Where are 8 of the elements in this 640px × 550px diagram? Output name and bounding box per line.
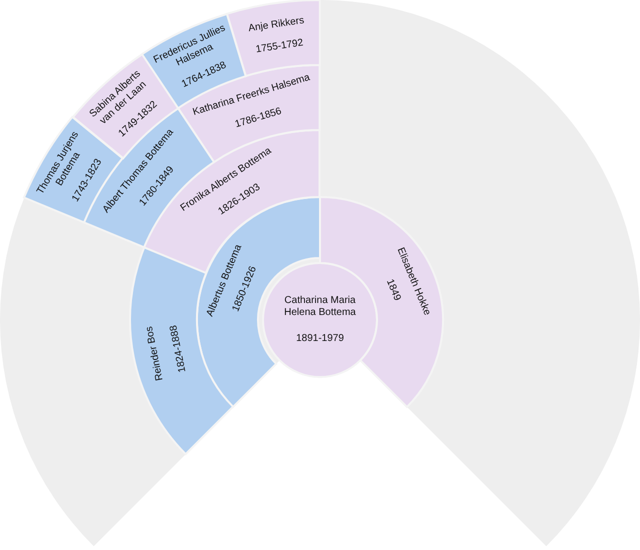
life-dates: 1891-1979: [296, 333, 344, 345]
person-name: Reinder Bos: [143, 324, 166, 382]
life-dates: 1755-1792: [254, 37, 304, 56]
person-name: Anje Rikkers: [248, 14, 305, 35]
ancestor-segment: [227, 0, 320, 76]
life-dates: 1824-1888: [168, 324, 189, 373]
person-circle: [263, 263, 377, 377]
person-name: Catharina Maria Helena Bottema: [283, 295, 357, 319]
